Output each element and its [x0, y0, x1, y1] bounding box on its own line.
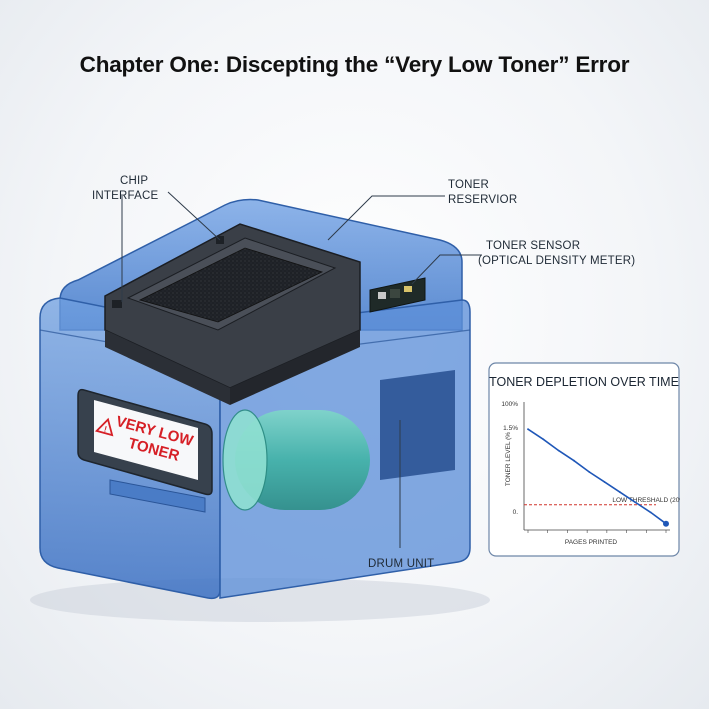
data-point: [619, 491, 621, 494]
data-point: [649, 511, 652, 514]
callout-drum-unit: DRUM UNIT: [368, 557, 434, 572]
y-tick-label: 1.5%: [503, 425, 518, 432]
x-axis-label: PAGES PRINTED: [565, 539, 618, 546]
chip-interface: [112, 300, 122, 308]
data-point: [663, 520, 669, 527]
chart-frame: [488, 362, 680, 557]
data-point: [527, 428, 529, 431]
toner-depletion-chart: TONER DEPLETION OVER TIME 100% 1.5% 0. PAGE…: [488, 362, 680, 557]
inner-cavity: [380, 370, 455, 480]
drum-unit: [222, 409, 370, 511]
toner-sensor-label-2: (OPTICAL DENSITY METER): [478, 255, 636, 267]
drum-unit-label: DRUM UNIT: [368, 558, 435, 570]
toner-sensor-label-1: TONER SENSOR: [486, 240, 581, 252]
toner-sensor: [369, 277, 426, 313]
series-line: [527, 428, 667, 525]
data-point: [603, 481, 606, 484]
floor-shadow: [30, 578, 490, 622]
toner-reservoir-label-1: TONER: [448, 179, 490, 191]
chip-interface-label-1: CHIP: [120, 175, 149, 187]
y-tick-label: 100%: [501, 401, 518, 408]
lcd-display: [77, 388, 213, 496]
callout-toner-sensor: TONER SENSOR (OPTICAL DENSITY METER): [478, 239, 635, 269]
data-point: [634, 501, 637, 504]
page-title: Chapter One: Discepting the “Very Low To…: [79, 52, 630, 77]
chart-title: TONER DEPLETION OVER TIME: [489, 375, 679, 389]
plot-area: 100% 1.5% 0. PAGES PRINTED TONER LEVEL (% LOW…: [501, 401, 680, 546]
y-tick-label: 0.: [513, 509, 519, 516]
paper-tray-slot: [109, 479, 206, 513]
toner-reservoir-label-2: RESERVIOR: [448, 194, 518, 206]
callout-toner-reservoir: TONER RESERVIOR: [448, 178, 517, 208]
y-axis-label: TONER LEVEL (%: [505, 432, 512, 486]
data-point: [573, 459, 575, 462]
data-point: [588, 471, 591, 473]
chip-interface-label-2: INTERFACE: [92, 190, 159, 202]
toner-cartridge: [104, 223, 361, 405]
data-point: [542, 438, 545, 441]
leader-lines: [121, 191, 482, 548]
threshold-label: LOW THRESHALD (20%): [612, 497, 680, 504]
toner-reservoir: [138, 247, 324, 323]
callout-chip-interface: CHIP INTERFACE: [92, 174, 158, 204]
data-point: [557, 449, 560, 452]
